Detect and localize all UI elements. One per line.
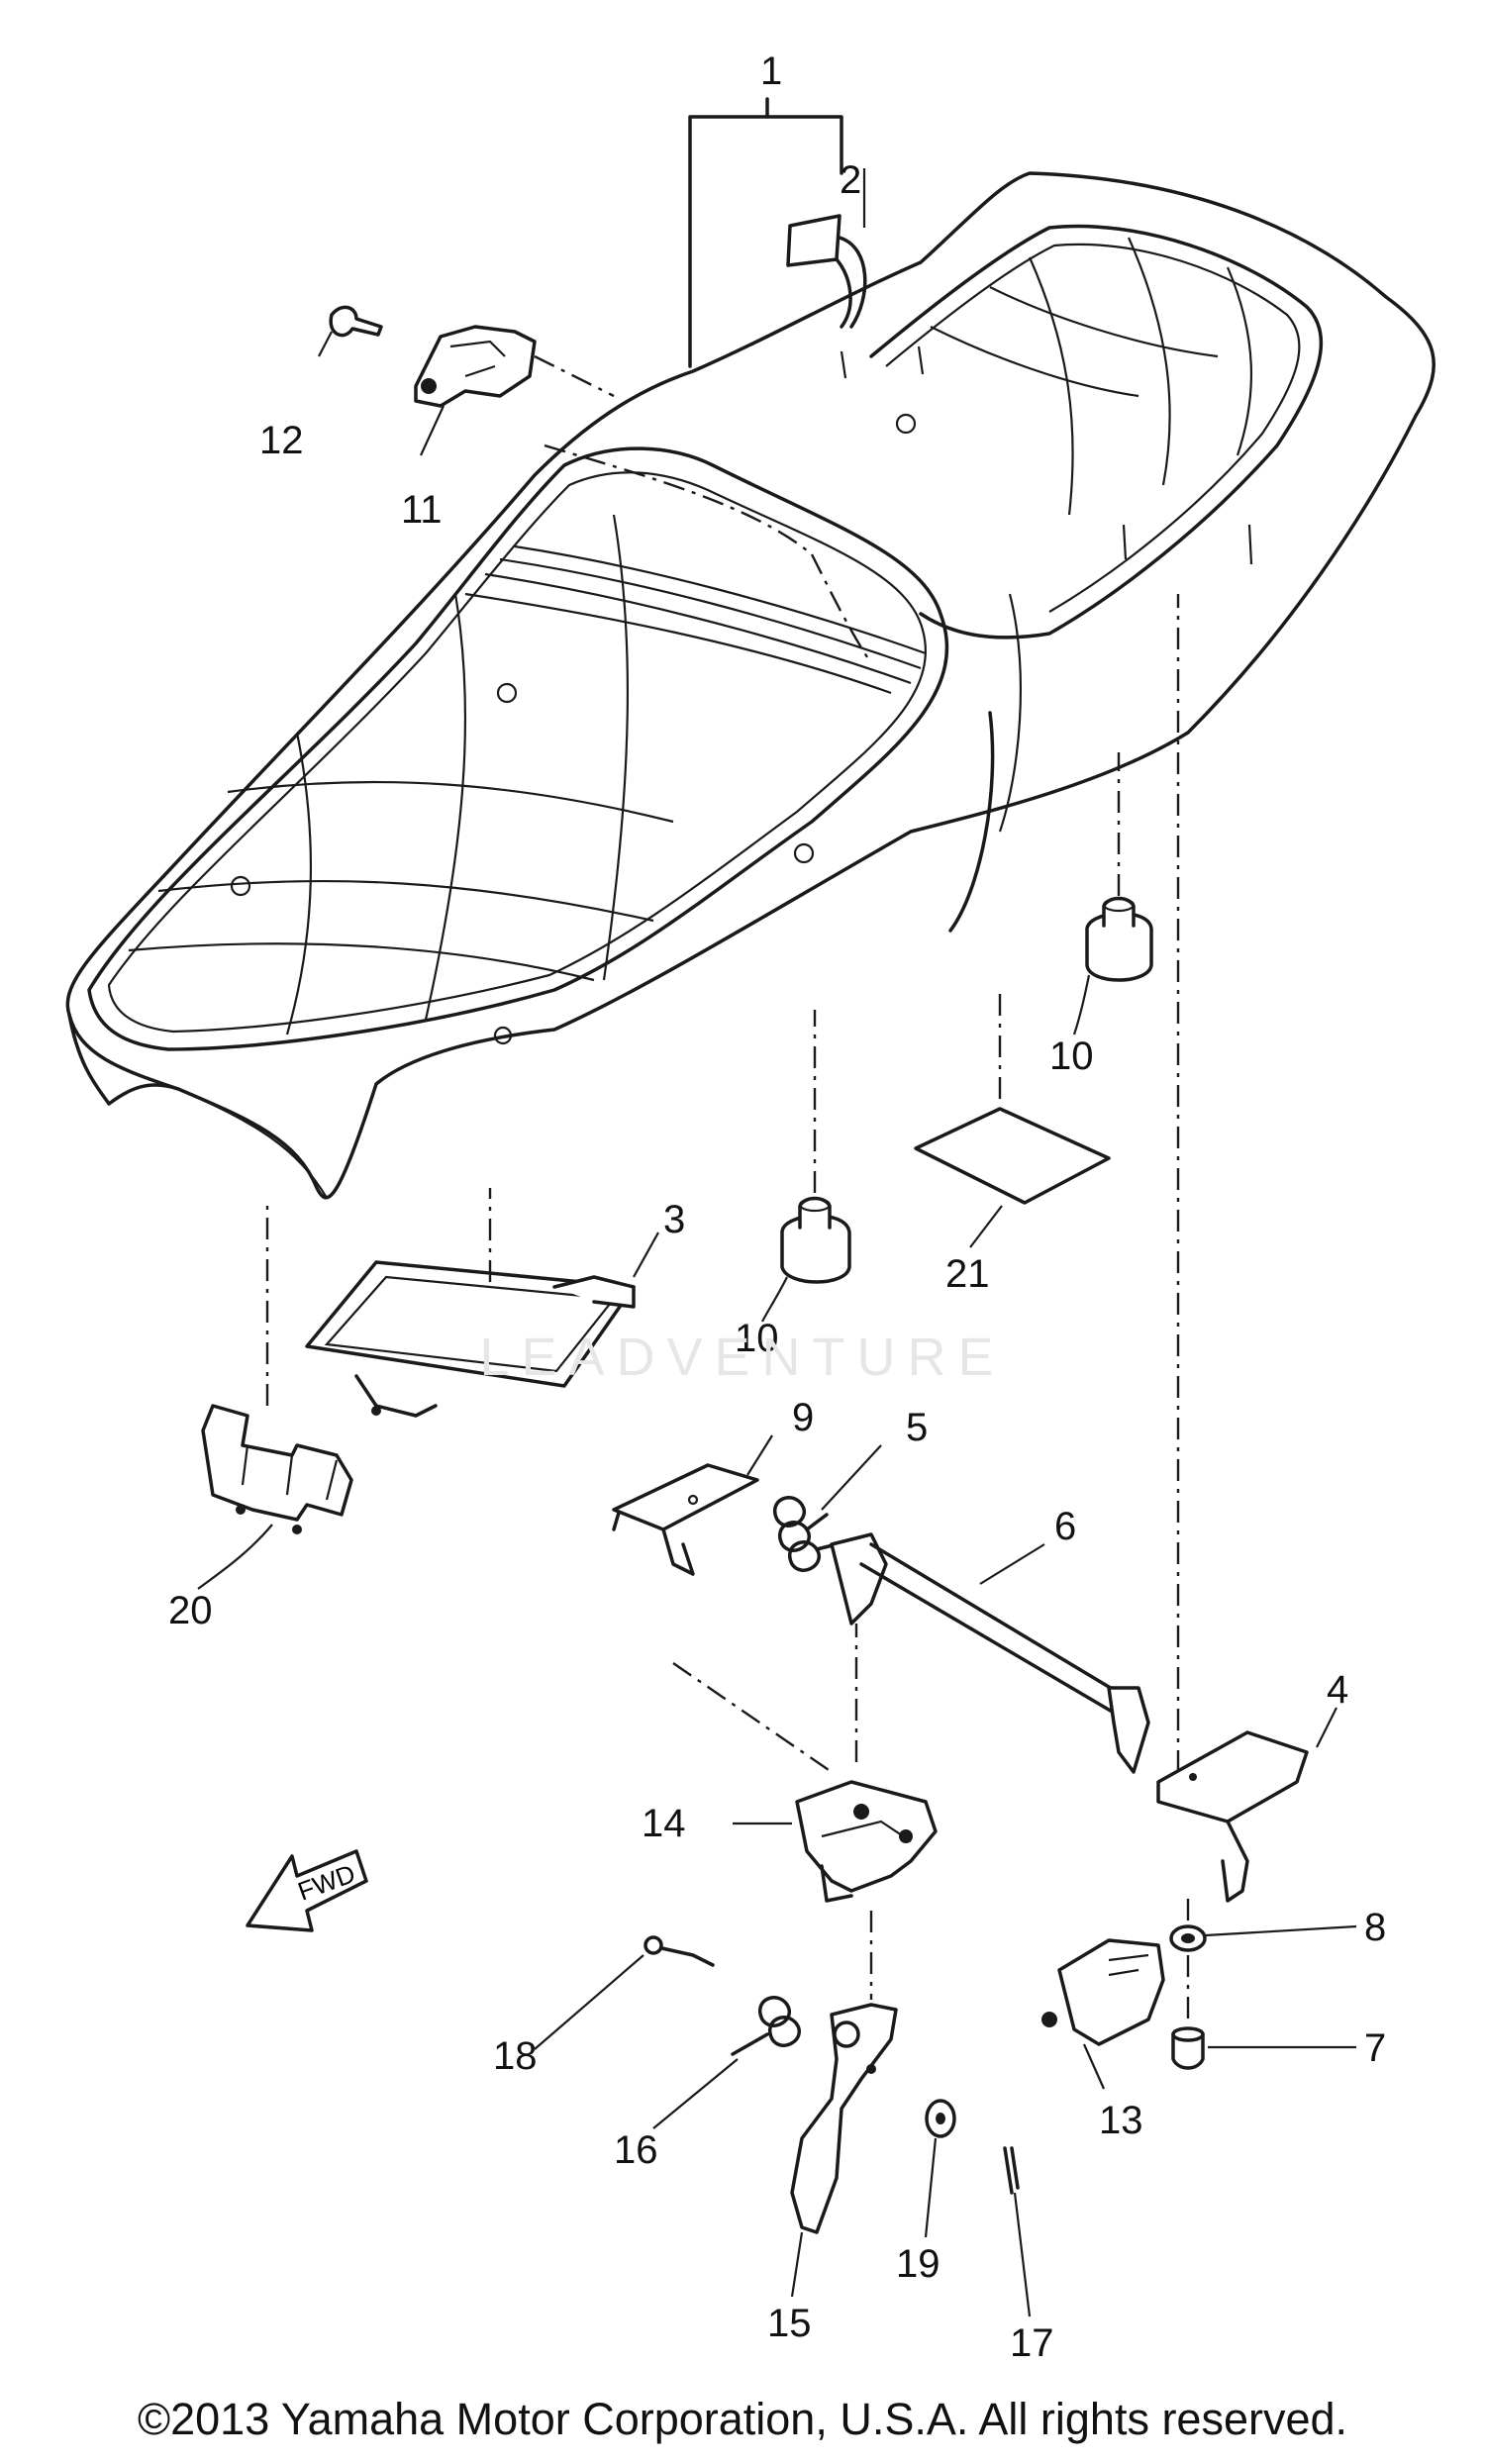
label-3: 3 bbox=[663, 1198, 685, 1241]
label-19: 19 bbox=[896, 2242, 940, 2286]
part-10-damper-left bbox=[761, 1010, 851, 1323]
label-18: 18 bbox=[493, 2034, 538, 2078]
label-6: 6 bbox=[1054, 1505, 1076, 1548]
label-12: 12 bbox=[259, 419, 304, 462]
label-20: 20 bbox=[168, 1589, 213, 1632]
label-2: 2 bbox=[840, 158, 861, 202]
part-12-bolt bbox=[318, 305, 383, 357]
part-6-rod bbox=[830, 1532, 1150, 1774]
label-17: 17 bbox=[1010, 2321, 1054, 2365]
label-21: 21 bbox=[945, 1252, 990, 1296]
part-21-pad bbox=[914, 990, 1111, 1248]
label-8: 8 bbox=[1364, 1906, 1386, 1949]
part-9-plate bbox=[612, 1434, 773, 1576]
label-5: 5 bbox=[906, 1406, 928, 1449]
part-18-pin bbox=[534, 1935, 715, 2050]
part-13-lock-cylinder bbox=[1041, 1938, 1165, 2090]
part-labels: 1 2 3 4 5 6 7 8 9 10 10 11 12 13 14 15 1… bbox=[168, 49, 1386, 2365]
part-3-tray bbox=[305, 1188, 659, 1418]
label-4: 4 bbox=[1327, 1668, 1348, 1712]
part-16-spring bbox=[652, 1996, 801, 2129]
assembly-bracket bbox=[688, 97, 843, 368]
label-16: 16 bbox=[614, 2128, 658, 2172]
label-15: 15 bbox=[767, 2302, 812, 2345]
part-7-collar bbox=[1171, 1891, 1356, 2070]
part-20-bracket bbox=[197, 1198, 353, 1590]
fwd-arrow-icon: FWD bbox=[246, 1849, 368, 1932]
part-2-strap bbox=[786, 168, 867, 329]
label-9: 9 bbox=[792, 1396, 814, 1439]
part-14-lock-assembly bbox=[672, 1624, 938, 2000]
part-17-cotter-pin bbox=[1003, 2146, 1032, 2317]
part-15-lever bbox=[790, 2003, 898, 2298]
label-1: 1 bbox=[760, 49, 782, 93]
part-5-spring bbox=[773, 1444, 882, 1572]
part-10-damper-right bbox=[1072, 752, 1153, 1035]
label-11: 11 bbox=[401, 488, 443, 532]
part-4-bracket bbox=[1156, 594, 1337, 1903]
part-19-washer bbox=[924, 2099, 956, 2238]
label-14: 14 bbox=[642, 1802, 686, 1845]
label-7: 7 bbox=[1364, 2026, 1386, 2070]
copyright-notice: ©2013 Yamaha Motor Corporation, U.S.A. A… bbox=[137, 2394, 1348, 2444]
seat-assembly bbox=[65, 171, 1436, 1200]
part-11-lock bbox=[414, 325, 615, 456]
label-10b: 10 bbox=[735, 1317, 779, 1360]
part-8-washer bbox=[1169, 1924, 1357, 1952]
label-10a: 10 bbox=[1049, 1035, 1094, 1078]
label-13: 13 bbox=[1099, 2099, 1143, 2142]
